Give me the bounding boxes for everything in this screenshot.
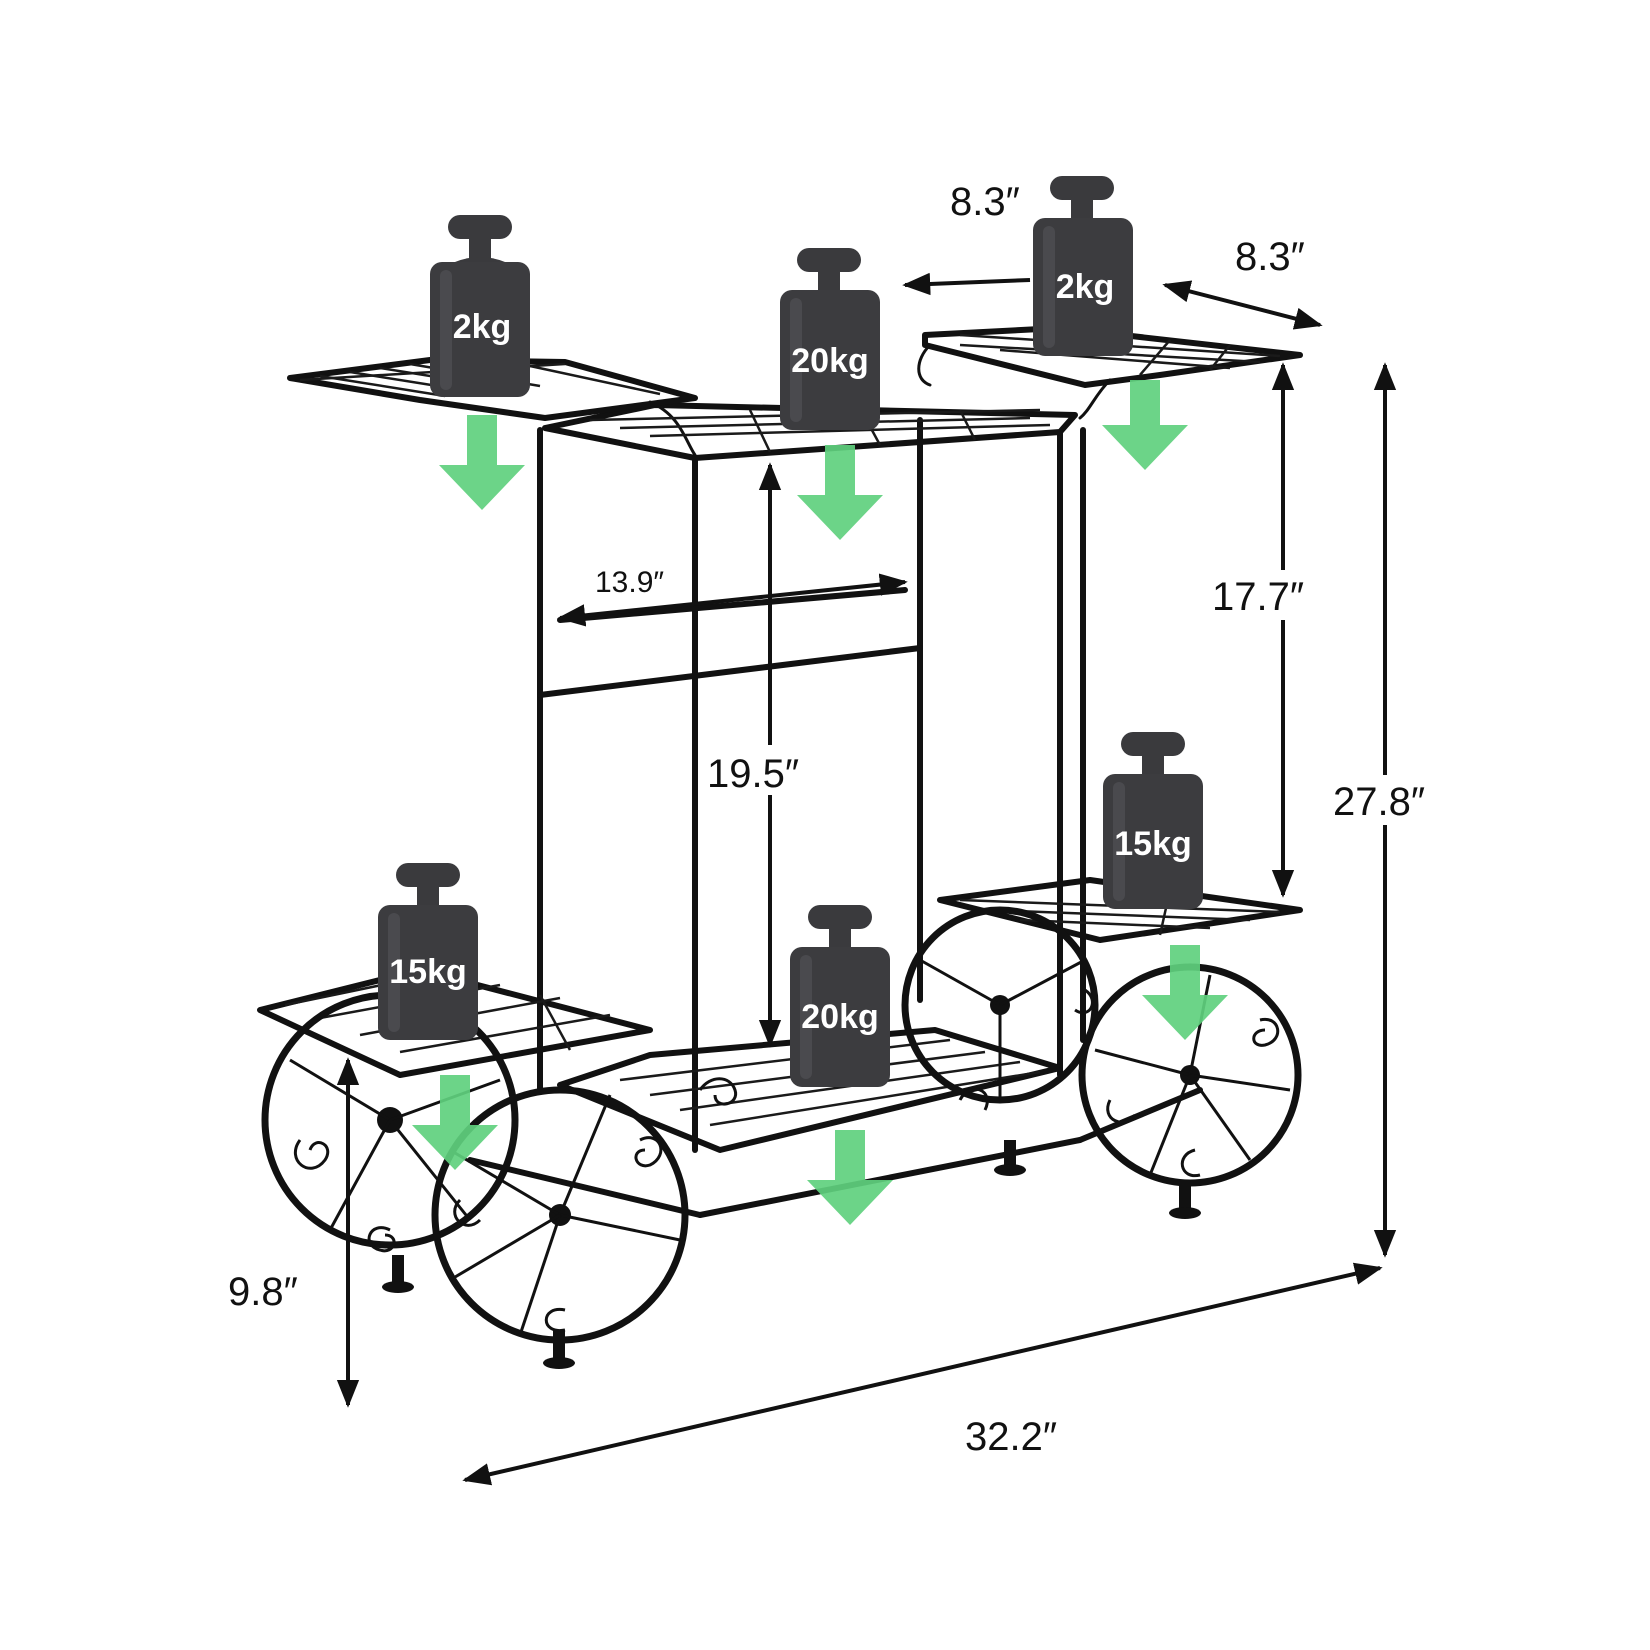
load-arrow-top-left: [439, 415, 525, 510]
label-base-height: 9.8″: [228, 1270, 298, 1314]
dim-line-shelf-width: [1162, 280, 1323, 330]
wheel-rear-right: [901, 906, 1099, 1111]
weight-bottom-right: 15kg: [1103, 732, 1203, 909]
weight-label-top-left: 2kg: [453, 308, 512, 346]
label-inner-width: 13.9″: [595, 566, 664, 599]
weight-bottom-left: 15kg: [378, 863, 478, 1040]
load-arrow-top-center: [797, 445, 883, 540]
label-total-length: 32.2″: [965, 1415, 1057, 1459]
weight-label-bottom-left: 15kg: [389, 953, 467, 991]
load-arrow-bottom-left: [412, 1075, 498, 1170]
label-center-tier-height: 19.5″: [707, 752, 799, 796]
load-arrow-bottom-right: [1142, 945, 1228, 1040]
weight-top-right: 2kg: [1033, 176, 1133, 356]
label-shelf-depth: 8.3″: [950, 180, 1020, 224]
load-arrows: [412, 380, 1228, 1225]
load-arrow-top-right: [1102, 380, 1188, 470]
dimension-labels: 8.3″ 8.3″ 13.9″ 17.7″ 19.5″ 27.8″ 9.8″ 3…: [228, 180, 1442, 1459]
label-total-height: 27.8″: [1333, 780, 1425, 824]
label-upper-tier-height: 17.7″: [1212, 575, 1304, 619]
weight-label-bottom-right: 15kg: [1114, 825, 1192, 863]
dimension-lines: [336, 272, 1397, 1486]
dim-line-inner-width: [557, 573, 908, 627]
weight-bottom-center: 20kg: [790, 905, 890, 1087]
weight-top-center: 20kg: [780, 248, 880, 430]
label-shelf-width: 8.3″: [1235, 235, 1305, 279]
weight-label-top-center: 20kg: [791, 342, 869, 380]
weight-label-bottom-center: 20kg: [801, 998, 879, 1036]
load-arrow-bottom-center: [807, 1130, 893, 1225]
weight-label-top-right: 2kg: [1056, 268, 1115, 306]
weight-top-left: 2kg: [430, 215, 530, 397]
dim-line-total-length: [462, 1262, 1383, 1486]
dim-line-shelf-depth: [902, 272, 1031, 296]
